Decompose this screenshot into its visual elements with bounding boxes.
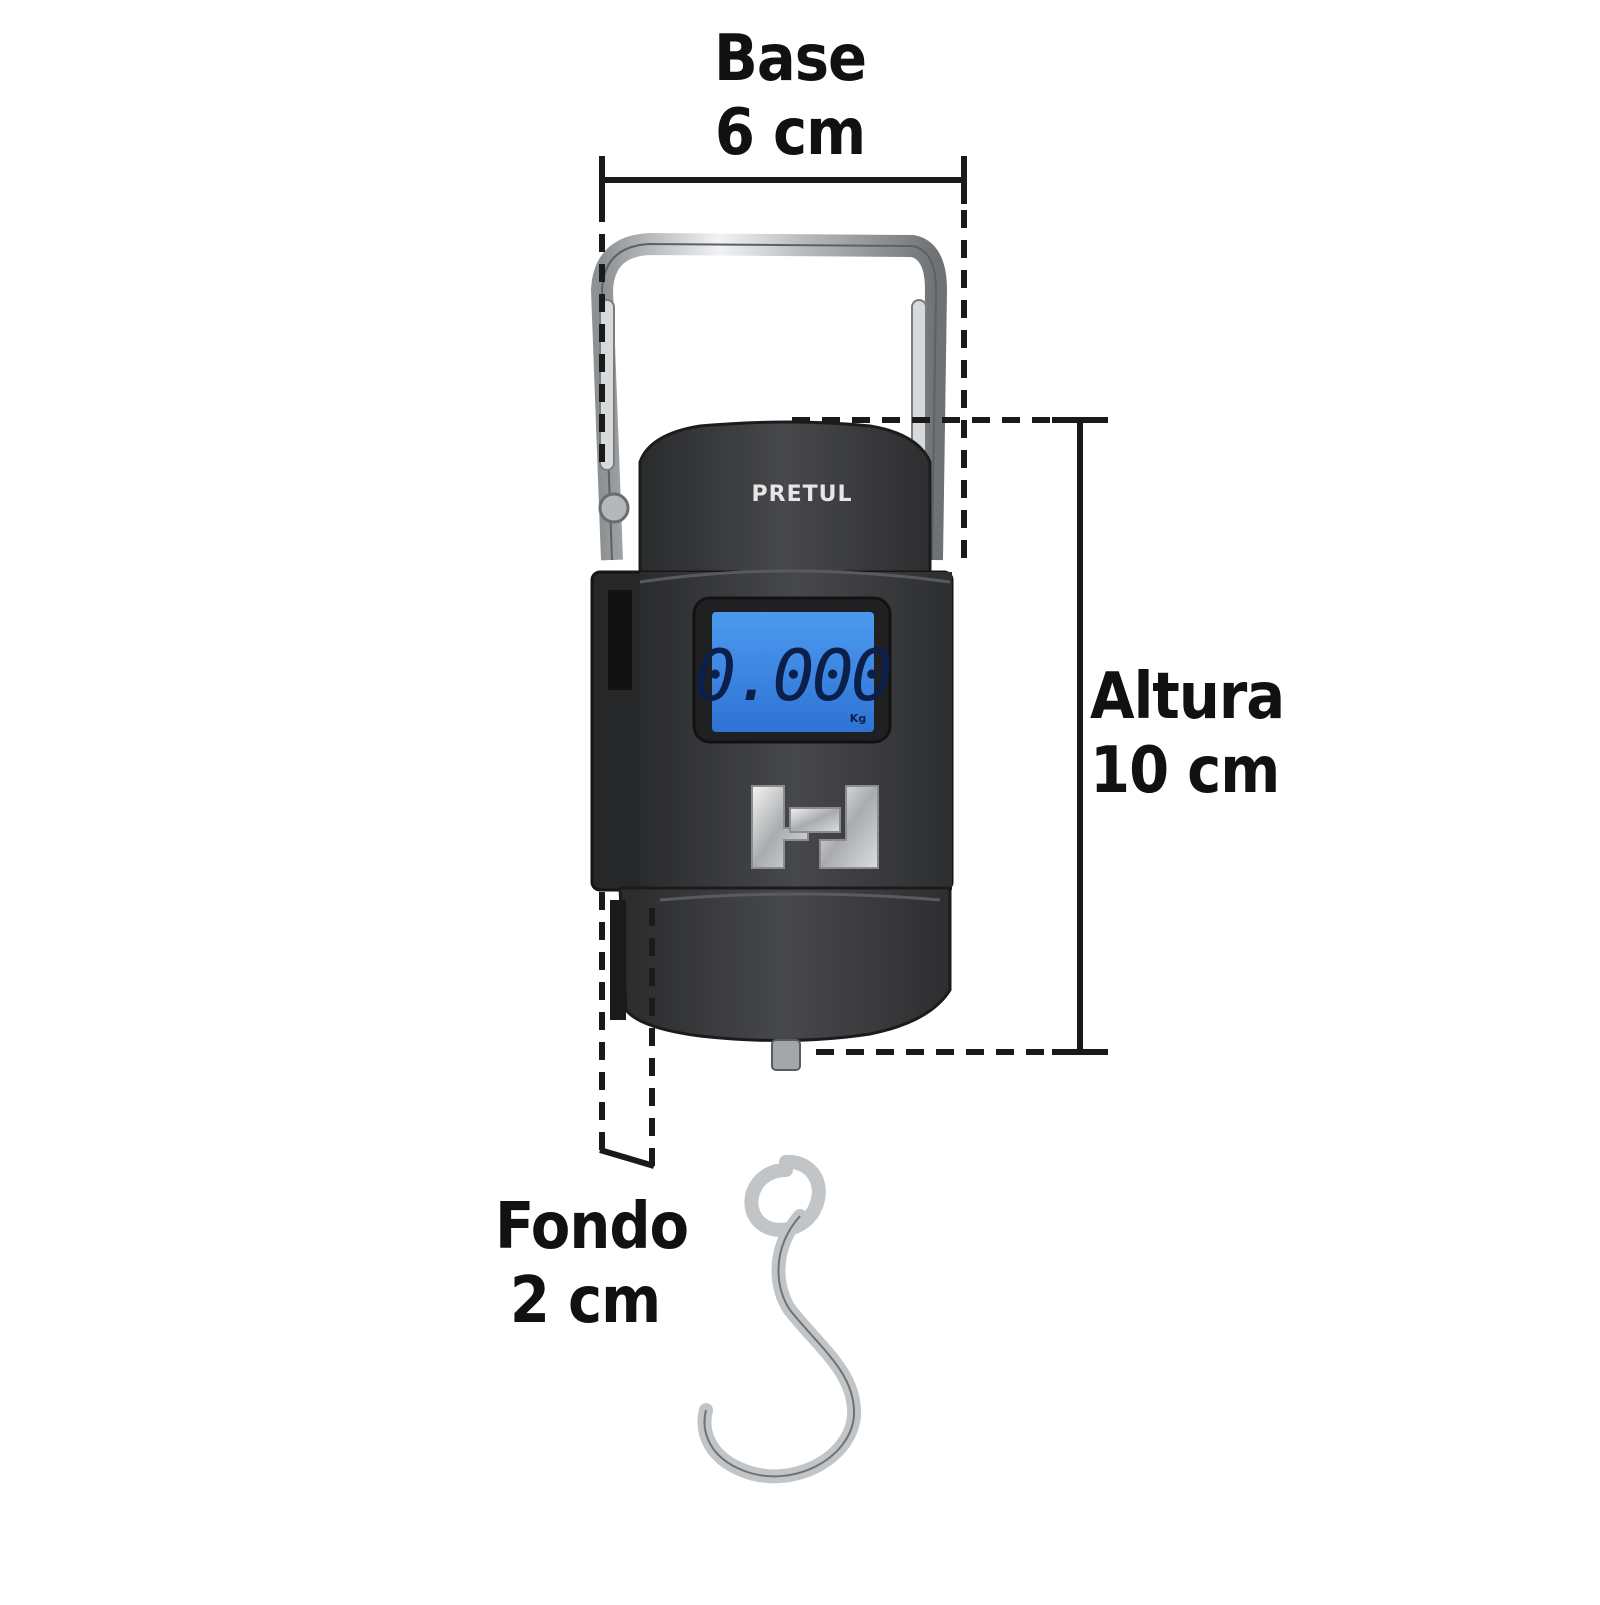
fondo-label-text: Fondo xyxy=(495,1190,689,1264)
altura-dimension-lines xyxy=(792,417,1108,1055)
altura-value-text: 10 cm xyxy=(1090,734,1280,808)
scale-upper-body: PRETUL xyxy=(638,420,932,582)
fondo-dimension-lines xyxy=(599,892,655,1170)
fondo-value-text: 2 cm xyxy=(509,1264,661,1338)
altura-label-text: Altura xyxy=(1090,660,1285,734)
lcd-display: 0.000 Kg xyxy=(692,596,893,744)
s-hook-icon xyxy=(697,1039,862,1484)
base-dimension-lines xyxy=(599,156,967,566)
lcd-unit: Kg xyxy=(850,712,866,725)
fondo-dimension-label: Fondo 2 cm xyxy=(495,1190,689,1338)
base-label-text: Base xyxy=(713,22,867,96)
base-value-text: 6 cm xyxy=(714,96,866,170)
brand-logo: PRETUL xyxy=(752,482,853,507)
lcd-reading: 0.000 xyxy=(694,635,890,717)
altura-dimension-label: Altura 10 cm xyxy=(1090,660,1290,808)
base-dimension-label: Base 6 cm xyxy=(690,22,890,170)
scale-lower-body xyxy=(610,886,952,1043)
unit-toggle-button-icon[interactable] xyxy=(751,785,879,869)
